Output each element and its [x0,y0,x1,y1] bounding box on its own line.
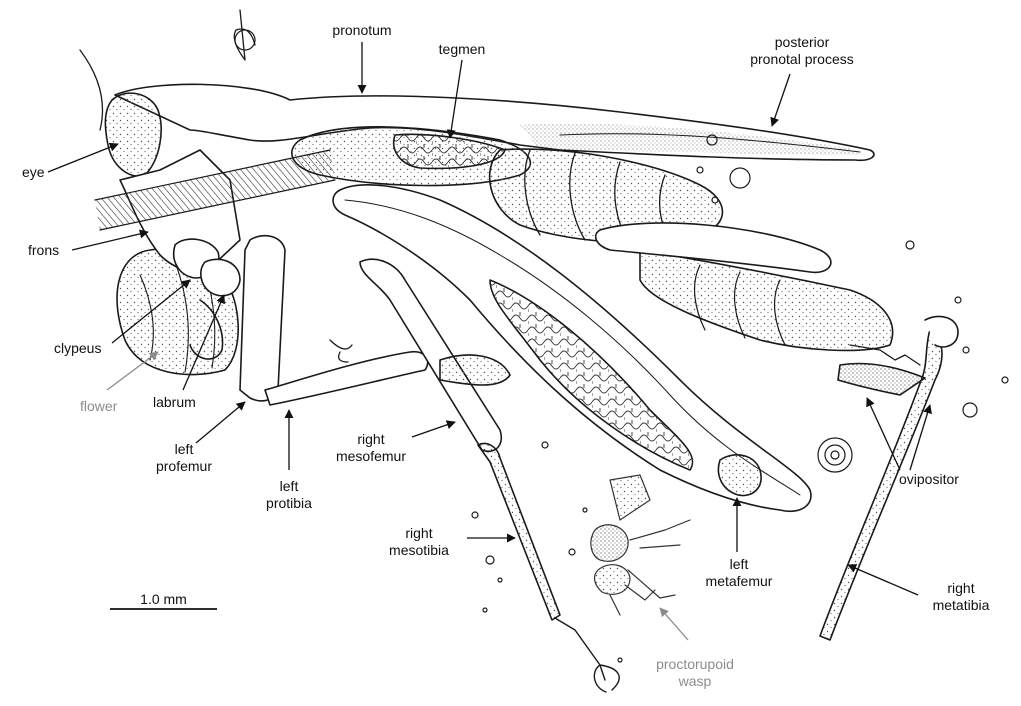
label-ovipositor: ovipositor [899,471,959,487]
label-flower: flower [80,398,118,414]
left-profemur-arrow [195,401,246,444]
left-protibia-shape [264,350,429,406]
label-right-mesofemur-line1: right [357,431,385,447]
label-right-mesofemur-line2: mesofemur [335,448,407,464]
label-posterior-pronotal-process-line1: posterior [774,34,830,50]
left-profemur-shape [239,234,286,402]
eye-shape [104,92,162,177]
right-mesofemur-shape [359,258,502,452]
label-clypeus: clypeus [54,340,102,356]
label-right-mesotibia-line2: mesotibia [389,542,449,558]
wasp-arrow [659,607,689,641]
antenna [95,150,335,230]
ovipositor-arrow-2 [909,404,932,471]
flower-fragment [79,9,256,131]
label-right-mesotibia-line1: right [405,525,433,541]
label-right-mesotibia: right mesotibia [374,525,464,559]
label-left-profemur: left profemur [146,441,222,475]
label-left-metafemur-line2: metafemur [705,573,773,589]
right-mesofemur-arrow [411,420,456,438]
label-left-protibia-line2: protibia [266,495,312,511]
labrum-shape [200,258,241,297]
label-left-metafemur-line1: left [729,556,749,572]
label-frons: frons [28,242,60,258]
label-tegmen: tegmen [438,41,486,57]
ovipositor-arrow-1 [866,397,901,471]
label-pronotum: pronotum [332,22,392,38]
label-proctorupoid-wasp: proctorupoid wasp [640,656,750,690]
leader-lines [47,42,932,641]
labrum-arrow [182,294,225,391]
bubbles [234,29,1009,663]
specimen [79,9,1009,693]
flower-arrow [106,351,159,391]
label-left-protibia-line1: left [279,478,299,494]
posterior-pronotal-process-arrow [770,73,791,127]
label-posterior-pronotal-process: posterior pronotal process [732,34,872,68]
frons-arrow [71,229,149,251]
right-mesotibia-shape [477,442,561,621]
label-left-profemur-line1: left [174,441,194,457]
label-eye: eye [22,164,45,180]
clypeus-arrow [111,279,191,344]
proctorupoid-wasp [590,474,691,616]
right-metatibia-arrow [847,564,919,596]
scale-bar-label: 1.0 mm [140,591,187,607]
right-metatibia-shape [819,329,943,641]
label-left-metafemur: left metafemur [694,556,784,590]
ovipositor-shape [837,362,926,396]
label-right-metatibia: right metatibia [916,580,1006,614]
label-left-profemur-line2: profemur [155,458,213,474]
label-right-metatibia-line1: right [947,580,975,596]
label-posterior-pronotal-process-line2: pronotal process [750,51,854,67]
tegmen-arrow [446,59,463,139]
label-left-protibia: left protibia [244,478,334,512]
eye-arrow [47,142,119,173]
label-proctorupoid-wasp-line2: wasp [678,673,712,689]
label-right-metatibia-line2: metatibia [932,597,990,613]
label-labrum: labrum [153,394,196,410]
label-proctorupoid-wasp-line1: proctorupoid [656,656,734,672]
label-right-mesofemur: right mesofemur [326,431,416,465]
